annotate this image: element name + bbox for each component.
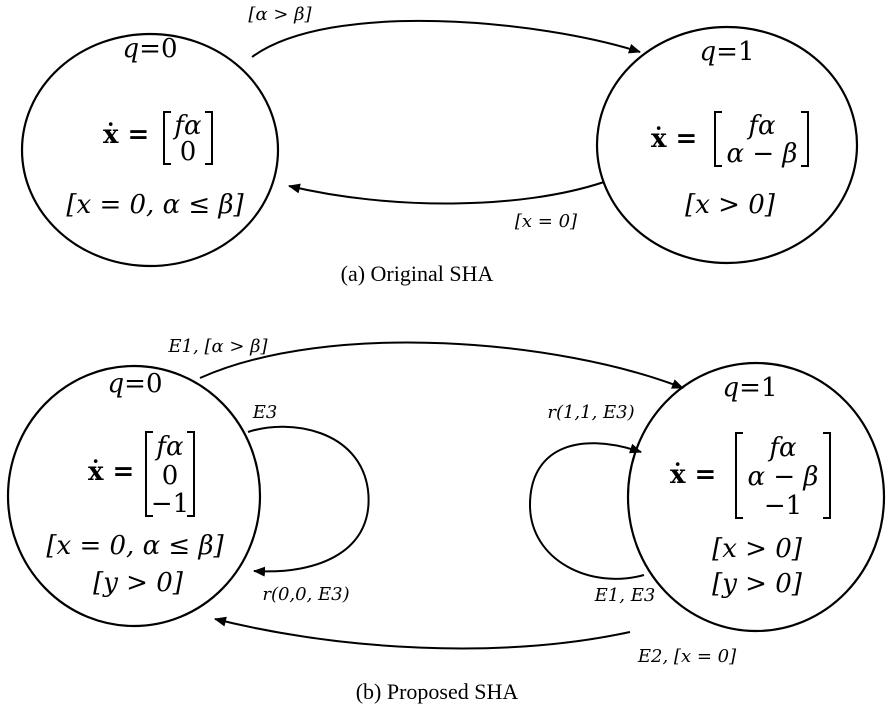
state-a-q1-matrix-row2: α − β bbox=[727, 139, 798, 169]
state-b-q0-matrix-row1: fα bbox=[154, 432, 184, 462]
edge-b-q1-to-q0 bbox=[214, 616, 631, 650]
state-b-q0-lhs: ẋ = bbox=[88, 457, 134, 487]
state-a-q1-label: q=1 bbox=[700, 37, 755, 67]
state-b-q1-invariant-1: [x > 0] bbox=[712, 534, 803, 564]
state-b-q1-invariant-2: [y > 0] bbox=[712, 569, 803, 599]
state-a-q0-lhs: ẋ = bbox=[103, 120, 149, 150]
state-b-q0-matrix-row3: −1 bbox=[151, 489, 189, 519]
matrix-bracket-right bbox=[187, 431, 195, 517]
state-b-q1-matrix-row1: fα bbox=[767, 433, 797, 463]
caption-a: (a) Original SHA bbox=[341, 261, 494, 286]
state-b-q0-ellipse bbox=[6, 364, 262, 628]
matrix-bracket-right bbox=[801, 111, 809, 167]
state-a-q0-invariant: [x = 0, α ≤ β] bbox=[66, 190, 244, 220]
self-loop-b-q1 bbox=[528, 442, 645, 580]
edge-b-q1-to-q0-label: E2, [x = 0] bbox=[637, 646, 737, 667]
state-a-q0-matrix-row2: 0 bbox=[180, 137, 197, 167]
state-a-q0-label: q=0 bbox=[123, 34, 178, 64]
self-loop-b-q1-reset: r(1,1, E3) bbox=[547, 402, 634, 423]
matrix-bracket-left bbox=[735, 432, 743, 519]
edge-a-q1-to-q0 bbox=[288, 181, 605, 205]
state-b-q0-matrix-row2: 0 bbox=[162, 461, 179, 491]
self-loop-b-q1-guard: E1, E3 bbox=[594, 585, 656, 606]
diagram-a: q=0 ẋ = fα 0 [x = 0, α ≤ β] q=1 ẋ = fα α… bbox=[20, 4, 859, 286]
state-a-q0-matrix-row1: fα bbox=[172, 111, 202, 141]
state-b-q1: q=1 ẋ = fα α − β −1 [x > 0] [y > 0] bbox=[626, 361, 886, 633]
edge-a-q0-to-q1 bbox=[251, 19, 641, 58]
matrix-bracket-left bbox=[714, 111, 722, 167]
state-b-q1-label: q=1 bbox=[723, 373, 778, 403]
self-loop-b-q0-reset: r(0,0, E3) bbox=[262, 584, 349, 605]
edge-a-q1-to-q0-label: [x = 0] bbox=[515, 211, 578, 232]
matrix-bracket-right bbox=[205, 111, 213, 165]
state-a-q1-lhs: ẋ = bbox=[651, 124, 697, 154]
edge-b-q0-to-q1 bbox=[199, 341, 684, 389]
state-b-q0-invariant-2: [y > 0] bbox=[93, 568, 184, 598]
state-b-q0: q=0 ẋ = fα 0 −1 [x = 0, α ≤ β] [y > 0] bbox=[6, 364, 262, 628]
state-b-q1-ellipse bbox=[626, 361, 886, 633]
matrix-bracket-right bbox=[823, 432, 831, 519]
edge-a-q0-to-q1-label: [α > β] bbox=[248, 4, 312, 25]
state-a-q1: q=1 ẋ = fα α − β [x > 0] bbox=[595, 25, 859, 265]
self-loop-b-q0-guard: E3 bbox=[252, 402, 278, 423]
caption-b: (b) Proposed SHA bbox=[356, 679, 519, 704]
state-a-q0-ellipse bbox=[20, 32, 280, 268]
state-b-q1-matrix-row3: −1 bbox=[764, 491, 802, 521]
state-b-q0-invariant-1: [x = 0, α ≤ β] bbox=[46, 531, 224, 561]
state-b-q0-label: q=0 bbox=[108, 369, 163, 399]
matrix-bracket-left bbox=[163, 111, 171, 165]
state-b-q1-matrix-row2: α − β bbox=[748, 462, 819, 492]
matrix-bracket-left bbox=[145, 431, 153, 517]
state-a-q1-matrix-row1: fα bbox=[746, 111, 776, 141]
state-a-q1-ellipse bbox=[595, 25, 859, 265]
diagram-b: q=0 ẋ = fα 0 −1 [x = 0, α ≤ β] [y > 0] q… bbox=[6, 336, 886, 704]
self-loop-b-q0 bbox=[247, 425, 370, 577]
state-a-q1-invariant: [x > 0] bbox=[685, 190, 776, 220]
edge-b-q0-to-q1-label: E1, [α > β] bbox=[167, 336, 268, 357]
state-b-q1-lhs: ẋ = bbox=[670, 460, 716, 490]
state-a-q0: q=0 ẋ = fα 0 [x = 0, α ≤ β] bbox=[20, 32, 280, 268]
